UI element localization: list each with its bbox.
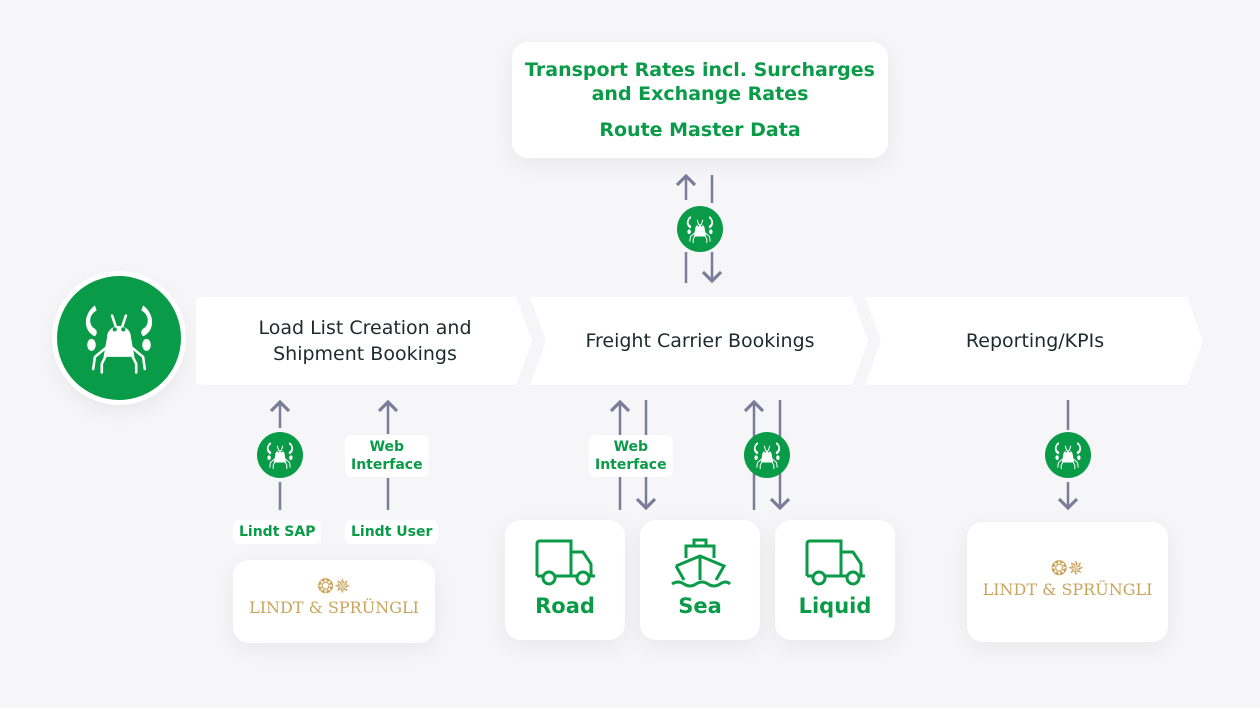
rates-master-data-box: Transport Rates incl. Surcharges and Exc… <box>512 42 888 158</box>
crab-icon <box>744 432 790 478</box>
crab-logo-icon <box>57 276 181 400</box>
mode-road: Road <box>505 520 625 640</box>
lindt-logo-text: LINDT & SPRÜNGLI <box>249 598 419 617</box>
lindt-emblem-icon: ❂✵ <box>1050 556 1085 580</box>
mode-label: Liquid <box>798 594 872 618</box>
rates-title-line1: Transport Rates incl. Surcharges <box>525 59 875 81</box>
mode-sea: Sea <box>640 520 760 640</box>
truck-icon <box>535 539 595 586</box>
crab-icon <box>677 206 723 252</box>
process-step-freight-carrier: Freight Carrier Bookings <box>530 297 870 385</box>
mode-label: Sea <box>678 594 722 618</box>
step-label-line1: Load List Creation and <box>258 317 472 339</box>
ship-icon <box>671 538 732 588</box>
process-step-reporting: Reporting/KPIs <box>865 297 1205 385</box>
route-master-data: Route Master Data <box>599 119 801 141</box>
truck-icon <box>805 539 865 586</box>
lindt-emblem-icon: ❂✵ <box>317 574 351 598</box>
mode-label: Road <box>535 594 595 618</box>
lindt-sap-label: Lindt SAP <box>233 520 322 544</box>
lindt-logo-box: ❂✵ LINDT & SPRÜNGLI <box>967 522 1168 642</box>
crab-icon <box>1045 432 1091 478</box>
lindt-logo-box: ❂✵ LINDT & SPRÜNGLI <box>233 560 435 643</box>
mode-liquid: Liquid <box>775 520 895 640</box>
step-label: Freight Carrier Bookings <box>585 330 815 352</box>
lindt-user-label: Lindt User <box>345 520 439 544</box>
step-label-line2: Shipment Bookings <box>273 343 457 365</box>
crab-icon <box>257 432 303 478</box>
rates-title-line2: and Exchange Rates <box>591 83 809 105</box>
lindt-logo-text: LINDT & SPRÜNGLI <box>982 580 1153 599</box>
step-label: Reporting/KPIs <box>965 330 1105 352</box>
